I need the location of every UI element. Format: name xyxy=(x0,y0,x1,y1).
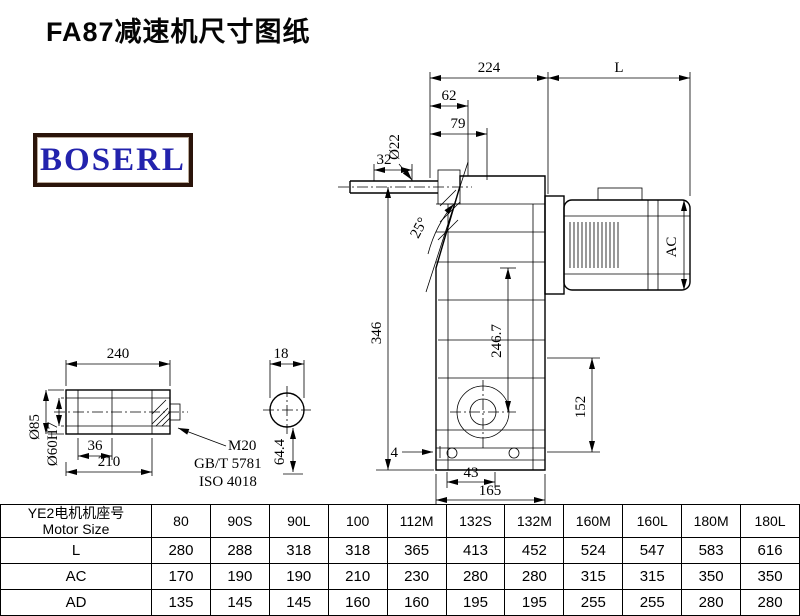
page-title: FA87减速机尺寸图纸 xyxy=(46,17,311,47)
dim-240-label: 240 xyxy=(107,346,130,362)
table-col-header: 132M xyxy=(504,503,565,539)
bolt-iso-standard-label: ISO 4018 xyxy=(199,474,257,490)
table-col-header: 112M xyxy=(386,503,447,539)
dim-L-label: L xyxy=(614,60,623,76)
table-col-header: 160M xyxy=(563,503,624,539)
motor-fins xyxy=(569,222,619,268)
dim-4-label: 4 xyxy=(391,445,399,461)
dim-dia60-label: Ø60H7 xyxy=(45,421,61,466)
motor-size-header-cn: YE2电机机座号 xyxy=(27,505,125,521)
table-cell: 280 xyxy=(681,589,742,616)
dim-25deg-label: 25° xyxy=(407,215,431,241)
table-cell: 315 xyxy=(563,563,624,591)
bolt-gb-standard-label: GB/T 5781 xyxy=(194,456,262,472)
table-cell: 190 xyxy=(268,563,329,591)
bolt-spec-note: M20 GB/T 5781 ISO 4018 xyxy=(177,427,262,490)
table-cell: 210 xyxy=(327,563,388,591)
table-cell: 616 xyxy=(740,537,800,565)
bolt-m20-label: M20 xyxy=(228,438,256,454)
dim-346-label: 346 xyxy=(369,321,385,344)
table-cell: 452 xyxy=(504,537,565,565)
dim-152-label: 152 xyxy=(573,396,589,419)
table-cell: 230 xyxy=(386,563,447,591)
boserl-logo-text: BOSERL xyxy=(40,141,186,178)
table-cell: 280 xyxy=(151,537,211,565)
table-cell: 547 xyxy=(622,537,683,565)
table-row-label: L xyxy=(0,537,152,565)
dim-dia22-label: Ø22 xyxy=(387,134,403,160)
dim-644-label: 64.4 xyxy=(272,438,288,465)
dim-79-label: 79 xyxy=(451,116,466,132)
table-cell: 350 xyxy=(681,563,742,591)
table-col-header: 180M xyxy=(681,503,742,539)
table-row-label: AD xyxy=(0,589,152,616)
table-col-header: 180L xyxy=(740,503,800,539)
table-col-header: 90S xyxy=(209,503,270,539)
table-cell: 145 xyxy=(268,589,329,616)
dim-210-label: 210 xyxy=(98,454,121,470)
table-cell: 280 xyxy=(504,563,565,591)
motor-terminal-box xyxy=(597,187,643,201)
dimension-drawing: 224 L 62 79 32 Ø22 25° 346 246.7 AC 152 … xyxy=(27,60,691,504)
hatch xyxy=(151,399,171,427)
table-cell: 195 xyxy=(445,589,506,616)
boserl-logo: BOSERL xyxy=(33,133,193,187)
table-col-header: 90L xyxy=(268,503,329,539)
table-cell: 145 xyxy=(209,589,270,616)
shaft-section-view: 18 64.4 xyxy=(263,346,311,475)
dim-246-label: 246.7 xyxy=(489,324,505,358)
table-col-header: 132S xyxy=(445,503,506,539)
table-cell: 255 xyxy=(622,589,683,616)
motor-flange xyxy=(544,195,565,295)
dim-32-label: 32 xyxy=(377,152,392,168)
table-cell: 583 xyxy=(681,537,742,565)
dim-62-label: 62 xyxy=(442,88,457,104)
table-cell: 160 xyxy=(327,589,388,616)
table-col-header: 100 xyxy=(327,503,388,539)
table-row-label: AC xyxy=(0,563,152,591)
dim-dia85-label: Ø85 xyxy=(27,414,43,440)
table-cell: 255 xyxy=(563,589,624,616)
table-col-header: 160L xyxy=(622,503,683,539)
table-cell: 318 xyxy=(268,537,329,565)
dim-36-label: 36 xyxy=(88,438,104,454)
table-cell: 413 xyxy=(445,537,506,565)
front-view xyxy=(338,169,546,471)
dim-43-label: 43 xyxy=(464,465,479,481)
table-cell: 190 xyxy=(209,563,270,591)
table-cell: 280 xyxy=(740,589,800,616)
table-cell: 160 xyxy=(386,589,447,616)
front-dimensions: 224 L 62 79 32 Ø22 25° 346 246.7 AC 152 … xyxy=(369,60,691,504)
shaft-side-view: 240 Ø85 Ø60H7 36 210 xyxy=(27,346,188,476)
table-cell: 365 xyxy=(386,537,447,565)
table-col-header: 80 xyxy=(151,503,211,539)
table-cell: 350 xyxy=(740,563,800,591)
dim-18-label: 18 xyxy=(274,346,289,362)
dim-AC-label: AC xyxy=(664,237,680,258)
dim-224-label: 224 xyxy=(478,60,501,76)
table-cell: 318 xyxy=(327,537,388,565)
dim-165-label: 165 xyxy=(479,483,502,499)
motor-size-header-en: Motor Size xyxy=(42,521,110,538)
table-cell: 524 xyxy=(563,537,624,565)
table-cell: 280 xyxy=(445,563,506,591)
motor-view xyxy=(544,187,691,295)
table-cell: 170 xyxy=(151,563,211,591)
table-cell: 195 xyxy=(504,589,565,616)
table-cell: 315 xyxy=(622,563,683,591)
table-cell: 135 xyxy=(151,589,211,616)
table-cell: 288 xyxy=(209,537,270,565)
